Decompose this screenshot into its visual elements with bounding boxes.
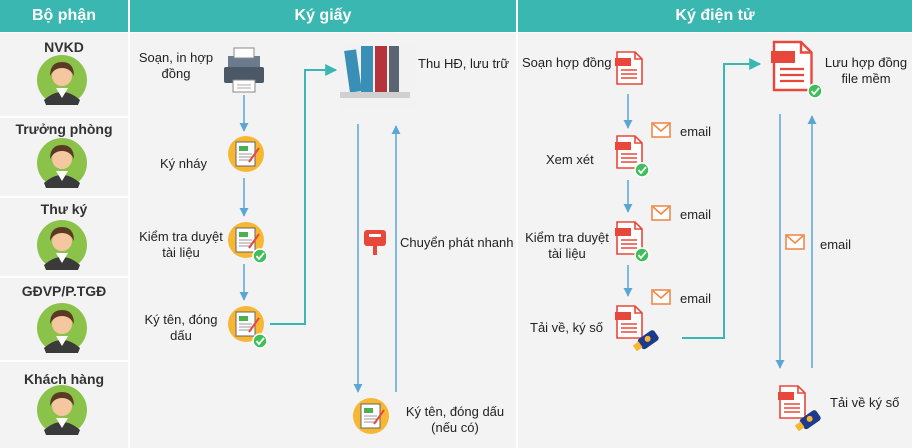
check-icon <box>807 83 823 99</box>
mailbox-icon <box>364 230 386 255</box>
email-icon-4 <box>785 234 805 250</box>
dept-label-nvkd: NVKD <box>44 39 84 55</box>
paper-step-draft-print: Soạn, in hợp đồng <box>138 50 214 81</box>
dept-label-thu-ky: Thư ký <box>40 201 88 217</box>
binders-icon <box>340 46 416 110</box>
pdf-icon-1 <box>614 51 643 85</box>
paper-archive-label: Thu HĐ, lưu trữ <box>418 56 510 71</box>
dept-label-khach-hang: Khách hàng <box>23 371 105 387</box>
email-icon-2 <box>651 205 671 221</box>
paper-step-review: Kiểm tra duyệt tài liệu <box>139 229 223 260</box>
dept-label-gdvp: GĐVP/P.TGĐ <box>21 283 107 299</box>
check-icon <box>634 247 650 263</box>
e-store-label: Lưu hợp đồng file mềm <box>824 55 908 86</box>
email-icon-3 <box>651 289 671 305</box>
pdf-customer-icon <box>777 385 806 419</box>
pdf-store-icon <box>769 40 813 92</box>
document-sign-icon-1 <box>227 135 265 173</box>
header-electronic-signing: Ký điện tử <box>518 0 912 32</box>
e-email-label-3: email <box>680 291 712 306</box>
pdf-icon-4 <box>614 305 643 339</box>
dept-label-truong-phong: Trưởng phòng <box>15 121 113 137</box>
avatar-nvkd <box>37 55 87 105</box>
avatar-khach-hang <box>37 385 87 435</box>
e-step-approve: Kiểm tra duyệt tài liệu <box>525 230 609 261</box>
paper-courier-label: Chuyển phát nhanh <box>400 235 514 250</box>
paper-customer-label: Ký tên, đóng dấu (nếu có) <box>405 404 505 435</box>
e-step-download-sign: Tải về, ký số <box>530 320 603 335</box>
check-icon <box>252 333 268 349</box>
e-email-label-1: email <box>680 124 712 139</box>
e-email-label-4: email <box>820 237 852 252</box>
paper-column <box>130 33 516 448</box>
avatar-gdvp <box>37 303 87 353</box>
e-step-review: Xem xét <box>546 152 594 167</box>
pdf-icon-2 <box>614 135 643 169</box>
document-sign-icon-4 <box>352 397 390 435</box>
electronic-column <box>518 33 912 448</box>
e-customer-label: Tải về ký số <box>830 395 900 410</box>
email-icon-1 <box>651 122 671 138</box>
header-departments: Bộ phận <box>0 0 128 32</box>
e-step-draft: Soạn hợp đồng <box>522 55 612 70</box>
printer-icon <box>224 47 264 93</box>
avatar-thu-ky <box>37 220 87 270</box>
paper-step-sign-stamp: Ký tên, đóng dấu <box>144 312 218 343</box>
header-paper-signing: Ký giấy <box>130 0 516 32</box>
e-email-label-2: email <box>680 207 712 222</box>
paper-step-initial-sign: Ký nháy <box>160 156 207 171</box>
check-icon <box>252 248 268 264</box>
avatar-truong-phong <box>37 138 87 188</box>
check-icon <box>634 162 650 178</box>
